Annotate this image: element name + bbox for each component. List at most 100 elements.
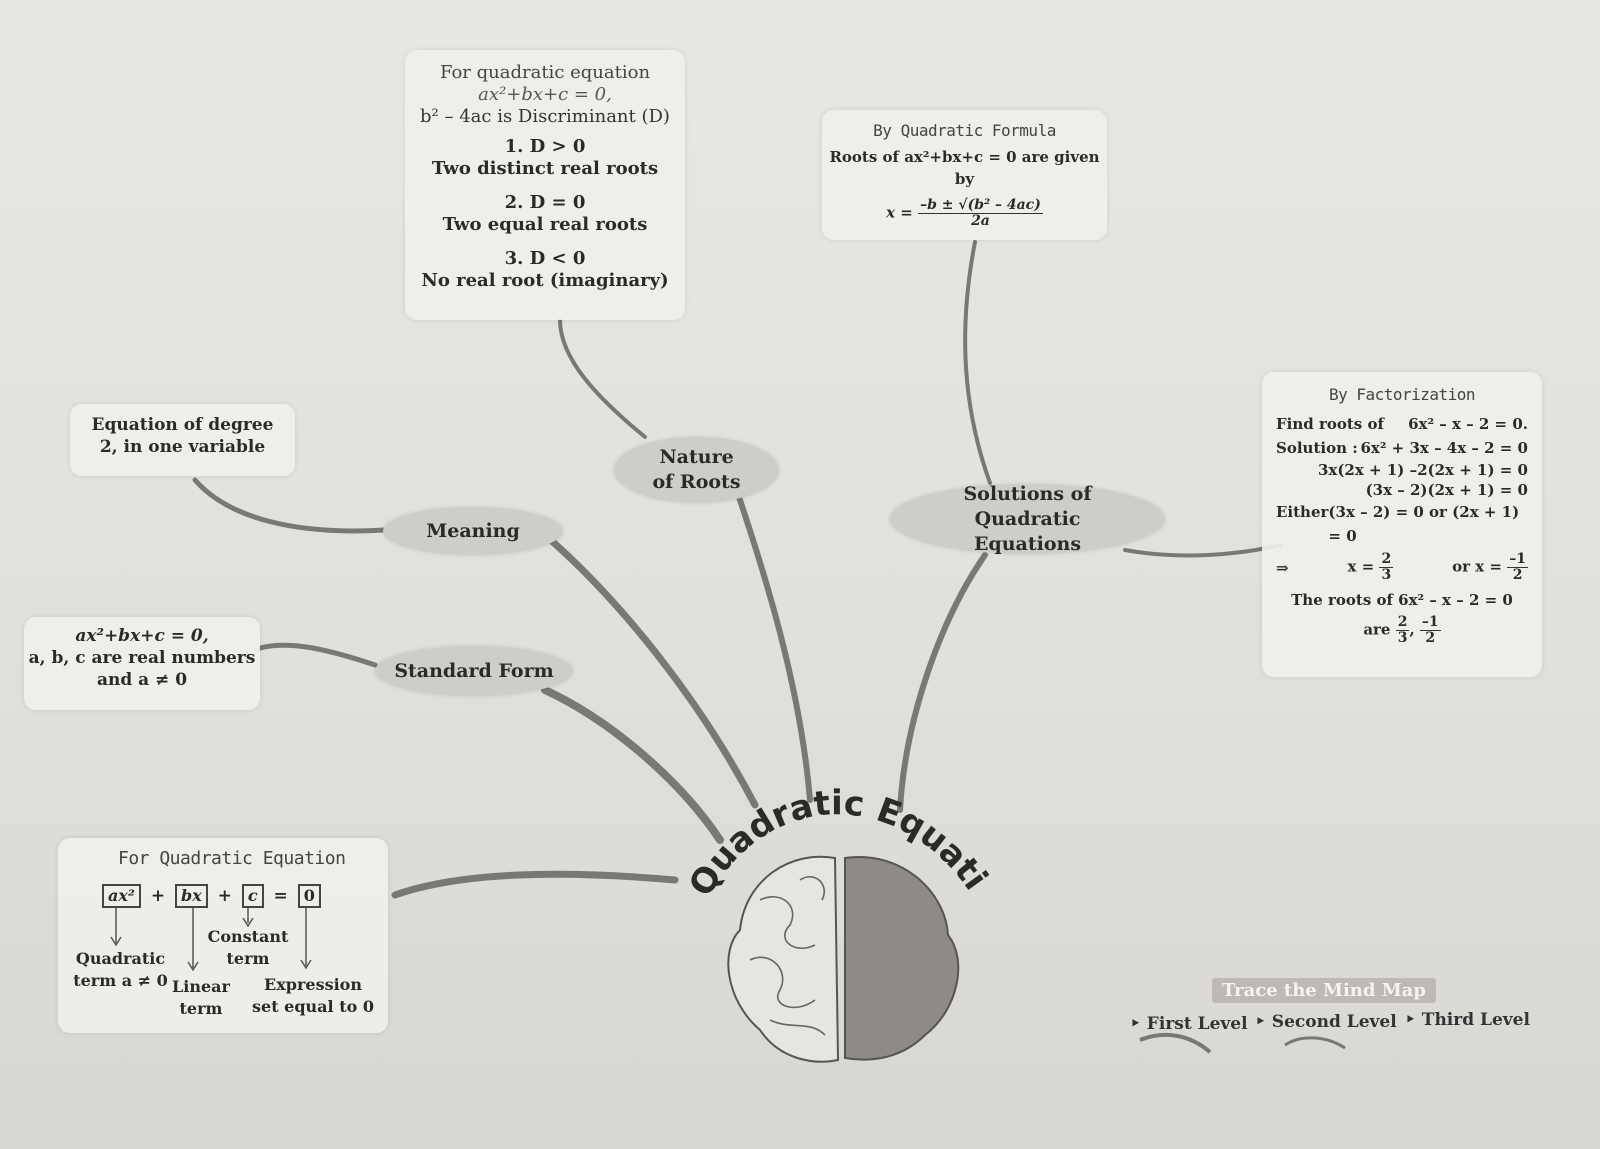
fac-row-2-label: Solution :	[1276, 439, 1358, 457]
label-expression-zero: Expression set equal to 0	[252, 975, 374, 1016]
terms-equation: ax² + bx + c = 0	[98, 884, 325, 908]
formula-text: Roots of ax²+bx+c = 0 are given by	[829, 148, 1100, 188]
root-2: or x = –1 2	[1452, 552, 1528, 583]
answer-root-2-den: 2	[1425, 630, 1436, 646]
discriminant-definition: b² – 4ac is Discriminant (D)	[420, 106, 670, 127]
formula-numerator: –b ± √(b² – 4ac)	[918, 197, 1043, 214]
case-3-condition: 3. D < 0	[504, 248, 586, 269]
fac-row-1-expr: 6x² – x – 2 = 0.	[1408, 415, 1528, 433]
answer-root-2: –1 2	[1419, 614, 1441, 646]
fac-row-5-label: Either	[1276, 503, 1329, 521]
branch-standard-form: Standard Form	[375, 646, 573, 696]
discriminant-box: For quadratic equation ax²+bx+c = 0, b² …	[405, 50, 685, 320]
legend-third-level-label: Third Level	[1421, 1010, 1530, 1030]
trunk-meaning	[541, 531, 759, 809]
formula-heading: By Quadratic Formula	[873, 121, 1056, 140]
discriminant-equation: ax²+bx+c = 0,	[478, 84, 612, 105]
term-quadratic: ax²	[102, 884, 141, 908]
label-linear-term: Linear term	[172, 977, 230, 1018]
legend-line-first	[1139, 1032, 1212, 1054]
trunk-solutions	[897, 552, 988, 813]
fac-row-2: Solution : 6x² + 3x – 4x – 2 = 0	[1276, 436, 1528, 460]
formula-box: By Quadratic Formula Roots of ax²+bx+c =…	[822, 110, 1107, 240]
term-linear: bx	[175, 884, 208, 908]
root-1: x = 2 3	[1348, 552, 1394, 583]
term-zero: 0	[297, 884, 321, 908]
legend-second-level: ‣ Second Level	[1255, 1012, 1397, 1032]
root-2-den: 2	[1512, 567, 1523, 583]
factorization-heading: By Factorization	[1328, 385, 1476, 404]
roots-are-label: are	[1363, 620, 1391, 639]
trunk-terms	[391, 870, 679, 899]
trunk-nature	[732, 482, 813, 803]
answer-root-2-num: –1	[1419, 614, 1441, 631]
fac-row-3: 3x(2x + 1) –2(2x + 1) = 0	[1276, 460, 1528, 480]
standard-form-equation: ax²+bx+c = 0,	[75, 626, 209, 646]
plus-2: +	[217, 886, 232, 906]
factorization-box: By Factorization Find roots of 6x² – x –…	[1262, 372, 1542, 677]
discriminant-intro: For quadratic equation	[439, 62, 651, 83]
formula-denominator: 2a	[971, 213, 990, 229]
formula-lhs: x =	[886, 203, 913, 222]
branch-meaning-label: Meaning	[426, 519, 520, 542]
root-1-prefix: x =	[1347, 557, 1375, 576]
trunk-standard	[541, 686, 724, 844]
legend-line-second	[1284, 1036, 1346, 1050]
implies-symbol: ⇒	[1276, 558, 1289, 577]
branch-nature-of-roots-label: Nature of Roots	[652, 446, 741, 493]
label-constant-term: Constant term	[207, 927, 289, 968]
standard-form-box: ax²+bx+c = 0, a, b, c are real numbers a…	[24, 617, 260, 710]
fac-row-2-expr: 6x² + 3x – 4x – 2 = 0	[1360, 439, 1529, 457]
edge-formula-box	[963, 240, 992, 485]
label-quadratic-term: Quadratic term a ≠ 0	[73, 949, 168, 990]
legend-second-level-label: Second Level	[1271, 1012, 1397, 1032]
formula-fraction: –b ± √(b² – 4ac) 2a	[918, 198, 1043, 229]
branch-standard-form-label: Standard Form	[394, 659, 554, 682]
case-2-condition: 2. D = 0	[504, 192, 586, 213]
term-constant: c	[241, 884, 264, 908]
legend-third-level: ‣ Third Level	[1405, 1010, 1530, 1030]
standard-form-condition: and a ≠ 0	[96, 670, 188, 690]
fac-row-4-expr: (3x – 2)(2x + 1) = 0	[1365, 481, 1528, 499]
terms-heading: For Quadratic Equation	[118, 848, 346, 869]
root-2-fraction: –1 2	[1507, 552, 1528, 583]
root-1-num: 2	[1379, 551, 1394, 568]
term-arrows	[110, 908, 312, 972]
plus-1: +	[150, 886, 166, 906]
legend-title: Trace the Mind Map	[1212, 978, 1436, 1003]
answer-root-1-num: 2	[1395, 614, 1410, 631]
root-2-prefix: or x =	[1452, 557, 1503, 576]
edge-meaning-box	[192, 477, 388, 534]
edge-standard-box	[257, 642, 378, 668]
legend-first-level-label: First Level	[1146, 1014, 1248, 1034]
fac-row-1: Find roots of 6x² – x – 2 = 0.	[1276, 412, 1528, 436]
meaning-text: Equation of degree 2, in one variable	[91, 415, 274, 457]
roots-answer: are 2 3 , –1 2	[1363, 614, 1441, 646]
meaning-box: Equation of degree 2, in one variable	[70, 404, 295, 476]
fac-row-3-expr: 3x(2x + 1) –2(2x + 1) = 0	[1317, 461, 1528, 479]
branch-meaning: Meaning	[383, 507, 563, 555]
fac-row-1-label: Find roots of	[1276, 415, 1384, 433]
root-1-den: 3	[1381, 567, 1392, 583]
case-1-condition: 1. D > 0	[504, 136, 586, 157]
fac-row-4: (3x – 2)(2x + 1) = 0	[1276, 480, 1528, 500]
edge-factor-box	[1123, 543, 1282, 558]
formula-expression: x = –b ± √(b² – 4ac) 2a	[822, 198, 1107, 229]
branch-solutions-label: Solutions of Quadratic Equations	[963, 482, 1092, 555]
legend-first-level: ‣ First Level	[1130, 1014, 1248, 1034]
branch-nature-of-roots: Nature of Roots	[614, 437, 779, 503]
fac-solutions-row: ⇒ x = 2 3 or x = –1 2	[1276, 552, 1528, 583]
answer-root-1-den: 3	[1397, 630, 1408, 646]
brain-icon	[727, 855, 960, 1063]
case-3-result: No real root (imaginary)	[421, 270, 669, 291]
case-1-result: Two distinct real roots	[431, 158, 659, 179]
terms-box: For Quadratic Equation ax² + bx + c = 0 …	[58, 838, 388, 1033]
standard-form-coeffs: a, b, c are real numbers	[28, 648, 256, 668]
roots-statement: The roots of 6x² – x – 2 = 0	[1291, 591, 1513, 609]
fac-row-5: Either (3x – 2) = 0 or (2x + 1) = 0	[1276, 500, 1528, 548]
case-2-result: Two equal real roots	[442, 214, 648, 235]
root-2-num: –1	[1507, 551, 1528, 568]
branch-solutions: Solutions of Quadratic Equations	[890, 482, 1165, 555]
answer-root-1: 2 3	[1395, 614, 1410, 646]
